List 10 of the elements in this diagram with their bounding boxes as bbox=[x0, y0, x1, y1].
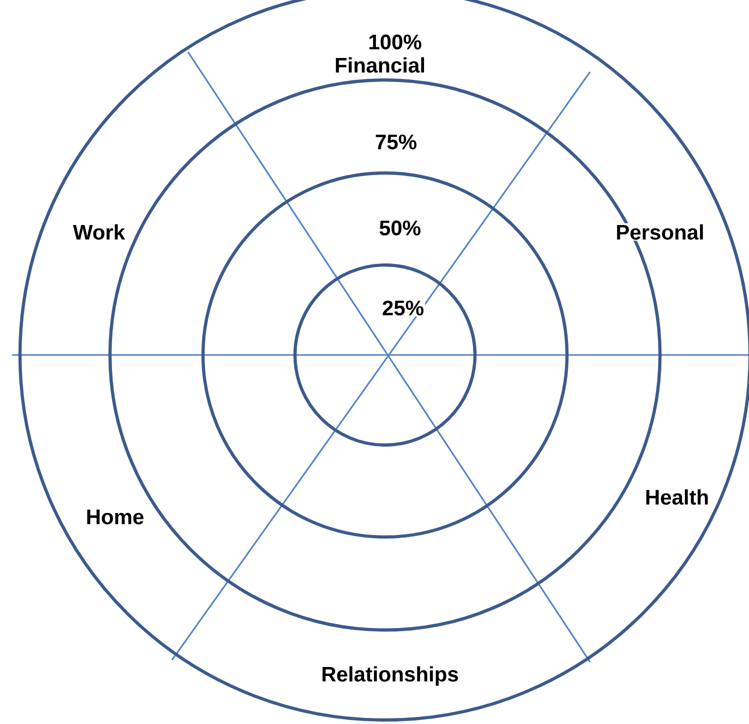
segment-label: 100% bbox=[367, 34, 423, 50]
segment-label: Home bbox=[84, 508, 146, 526]
segment-label: 25% bbox=[381, 300, 426, 316]
segment-label: 50% bbox=[378, 220, 422, 236]
segment-label: Financial bbox=[334, 56, 427, 74]
segment-label: 75% bbox=[374, 134, 418, 150]
segment-label: Personal bbox=[614, 223, 706, 241]
segment-label: Relationships bbox=[320, 665, 460, 687]
segment-label: Work bbox=[72, 223, 126, 241]
segment-label: Health bbox=[644, 488, 710, 506]
